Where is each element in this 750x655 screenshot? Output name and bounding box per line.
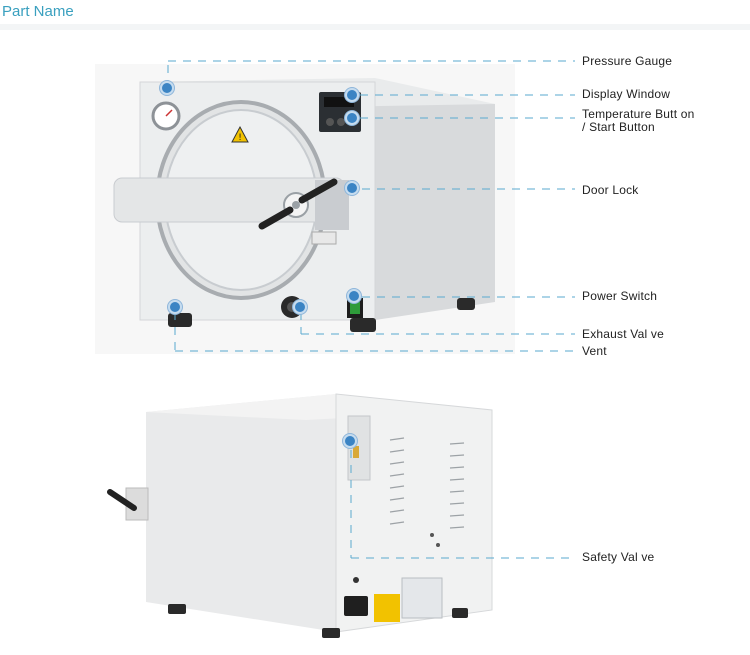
display-window-marker xyxy=(345,88,359,102)
label-power-switch: Power Switch xyxy=(582,289,658,303)
page-title: Part Name xyxy=(2,3,74,20)
svg-text:!: ! xyxy=(238,133,242,143)
label-start-button: / Start Button xyxy=(582,120,655,134)
label-safety-valve: Safety Val ve xyxy=(582,550,655,564)
safety-valve-marker xyxy=(343,434,357,448)
label-door-lock: Door Lock xyxy=(582,183,639,197)
header-band xyxy=(0,24,750,30)
label-display-window: Display Window xyxy=(582,87,671,101)
exhaust-valve-marker xyxy=(293,300,307,314)
power-switch-marker xyxy=(347,289,361,303)
temperature-button-marker xyxy=(345,111,359,125)
vent-marker xyxy=(168,300,182,314)
label-temperature-button: Temperature Butt on xyxy=(582,107,695,121)
pressure-gauge-marker xyxy=(160,81,174,95)
label-exhaust-valve: Exhaust Val ve xyxy=(582,327,664,341)
label-pressure-gauge: Pressure Gauge xyxy=(582,54,673,68)
label-vent: Vent xyxy=(582,344,607,358)
door-lock-marker xyxy=(345,181,359,195)
